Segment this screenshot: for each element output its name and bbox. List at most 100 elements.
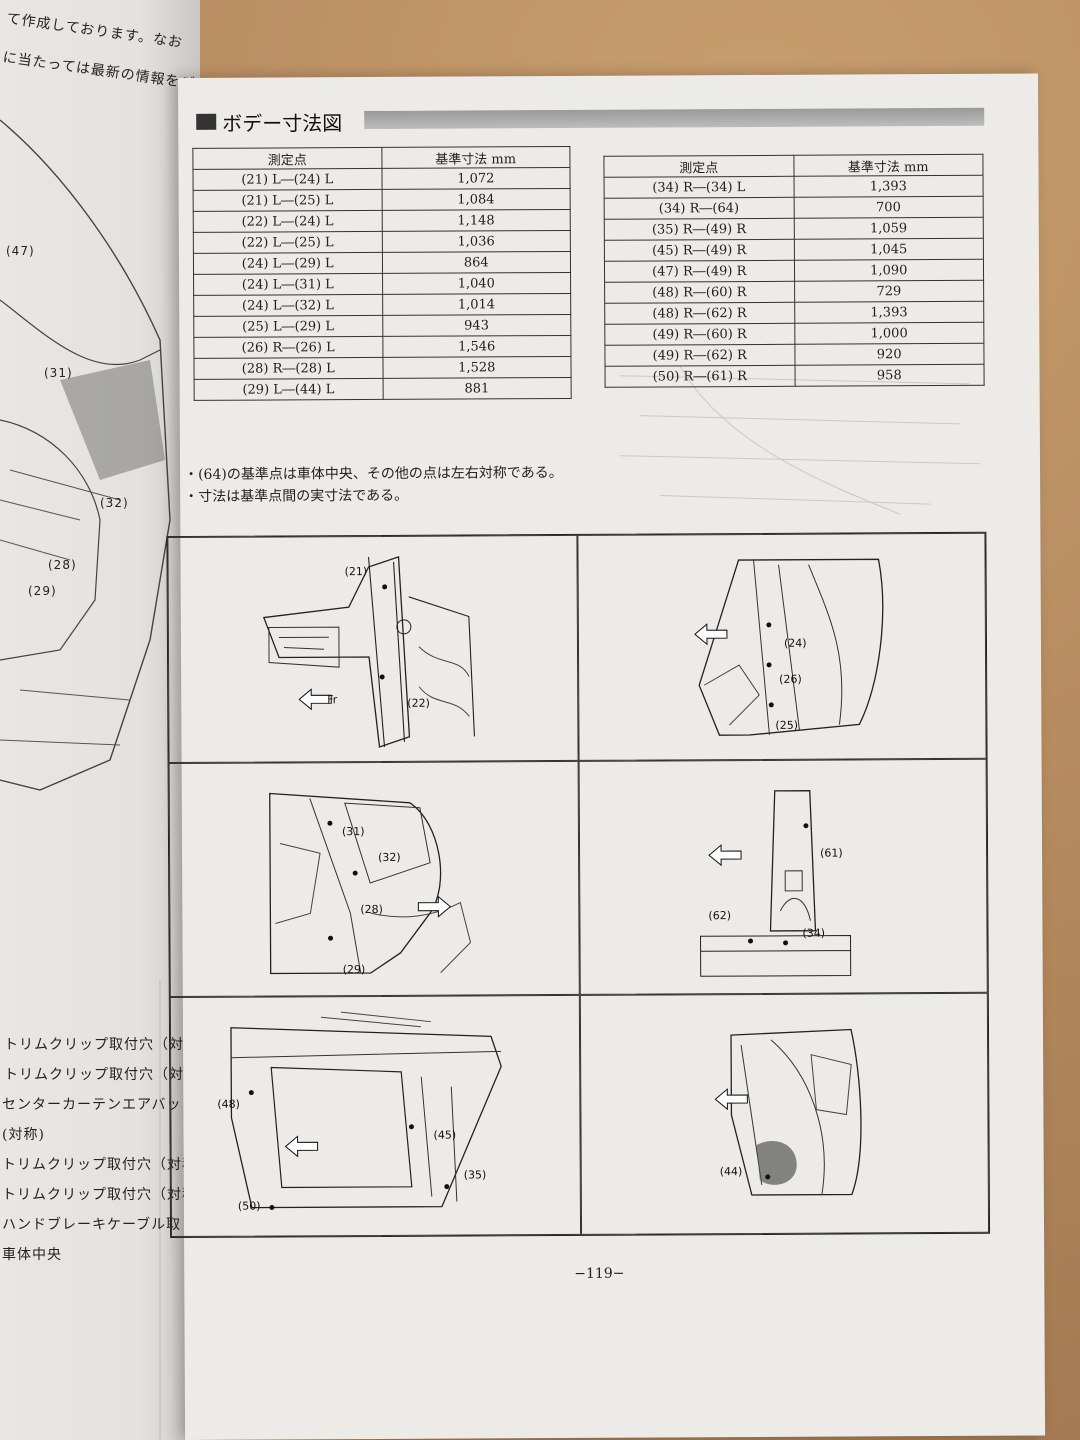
left-page-drawing — [0, 119, 171, 1440]
left-legend-1: トリムクリップ取付穴（対称 — [4, 1037, 199, 1053]
left-legend-7: ハンドブレーキケーブル取 — [2, 1217, 182, 1233]
section-rule — [364, 107, 985, 130]
measure-point: (24) L―(31) L — [193, 273, 383, 296]
figure-rear-door-opening-drawing: (48) (45) (35) (50) — [217, 1011, 502, 1213]
measure-point: (22) L―(24) L — [193, 210, 382, 233]
dimension-value: 1,393 — [794, 301, 984, 324]
left-legend-2: トリムクリップ取付穴（対称 — [4, 1067, 199, 1083]
dimension-value: 958 — [794, 364, 985, 387]
callout-44: (44) — [720, 1165, 743, 1178]
figure-cell-floor-pillar: (61) (62) (34) — [578, 758, 988, 995]
note-line-1: ・(64)の基準点は車体中央、その他の点は左右対称である。 — [184, 464, 563, 483]
left-legend-5: トリムクリップ取付穴（対称 — [2, 1157, 197, 1173]
measure-point: (48) R―(62) R — [604, 302, 795, 325]
dimension-value: 1,040 — [382, 272, 571, 295]
left-callout-31: (31) — [44, 366, 73, 380]
dimension-value: 920 — [794, 343, 985, 366]
dimension-value: 1,084 — [381, 188, 571, 211]
dimension-value: 1,045 — [793, 238, 984, 261]
measure-point: (34) R―(34) L — [604, 176, 794, 199]
left-legend-8: 車体中央 — [2, 1247, 62, 1263]
measure-point: (35) R―(49) R — [604, 218, 794, 241]
note-line-2: ・寸法は基準点間の実寸法である。 — [184, 487, 409, 505]
column-header-point: 測定点 — [603, 155, 794, 178]
figure-center-pillar-drawing: (24) (26) (25) — [694, 558, 884, 736]
dimension-value: 1,546 — [382, 335, 571, 358]
dimension-value: 1,014 — [382, 293, 571, 316]
figure-rear-wheelhouse-drawing: (44) — [714, 1028, 862, 1196]
dimension-value: 1,148 — [381, 209, 571, 232]
dimension-value: 1,000 — [794, 322, 984, 345]
callout-25: (25) — [775, 719, 798, 732]
callout-62: (62) — [708, 909, 731, 922]
measure-point: (50) R―(61) R — [605, 365, 795, 388]
section-header: ボデー寸法図 — [196, 104, 985, 136]
page-number: −119− — [574, 1265, 625, 1282]
callout-22: (22) — [407, 697, 430, 710]
figure-grid: (21) (22) Fr (24) (26) (25) — [166, 531, 991, 1239]
callout-24: (24) — [784, 637, 807, 650]
measure-point: (21) L―(25) L — [193, 189, 382, 212]
measure-point: (21) L―(24) L — [192, 168, 382, 191]
measure-point: (26) R―(26) L — [193, 336, 383, 359]
dimension-value: 881 — [382, 377, 572, 400]
callout-34: (34) — [802, 927, 825, 940]
callout-26: (26) — [779, 673, 802, 686]
dimension-value: 729 — [794, 280, 984, 303]
measure-point: (45) R―(49) R — [604, 239, 794, 262]
figure-cell-front-pillar: (21) (22) Fr — [167, 534, 579, 764]
column-header-dimension: 基準寸法 mm — [793, 154, 984, 177]
callout-21: (21) — [345, 565, 368, 578]
measure-point: (34) R―(64) — [604, 197, 794, 220]
dimension-value: 1,036 — [381, 230, 571, 253]
faint-background-drawing — [619, 365, 981, 515]
callout-35: (35) — [464, 1168, 487, 1181]
figure-cell-rear-wheelhouse: (44) — [579, 992, 990, 1235]
measure-point: (48) R―(60) R — [604, 281, 795, 304]
section-title: ボデー寸法図 — [222, 111, 343, 136]
fr-arrow-label: Fr — [327, 693, 338, 706]
left-callout-29: (29) — [28, 584, 57, 598]
left-legend-3: センターカーテンエアバッ — [2, 1097, 182, 1113]
figure-floor-pillar-drawing: (61) (62) (34) — [699, 790, 852, 977]
callout-32: (32) — [378, 851, 401, 864]
left-legend-6: トリムクリップ取付穴（対称 — [2, 1187, 197, 1203]
measure-point: (25) L―(29) L — [193, 315, 383, 338]
callout-61: (61) — [820, 847, 843, 860]
callout-48: (48) — [217, 1098, 240, 1111]
column-header-dimension: 基準寸法 mm — [381, 146, 570, 169]
figure-cell-rear-door-opening: (48) (45) (35) (50) — [169, 994, 582, 1238]
dimension-value: 1,072 — [381, 167, 571, 190]
figure-cell-center-pillar: (24) (26) (25) — [577, 532, 987, 761]
dimension-value: 700 — [793, 196, 984, 219]
left-page: て作成しております。なお に当たっては最新の情報をご (47) (31) (32… — [0, 0, 200, 1440]
left-callout-28: (28) — [48, 558, 77, 572]
measure-point: (24) L―(29) L — [193, 252, 383, 275]
measure-point: (28) R―(28) L — [193, 357, 383, 380]
table-header-row: 測定点 基準寸法 mm — [192, 146, 570, 170]
figure-rear-quarter-drawing: (31) (32) (28) (29) — [269, 792, 472, 976]
figure-front-pillar-drawing: (21) (22) Fr — [262, 555, 476, 748]
dimension-table-right: 測定点 基準寸法 mm (34) R―(34) L 1,393 (34) R―(6… — [603, 154, 985, 388]
callout-45: (45) — [434, 1129, 457, 1142]
left-legend-4: (対称) — [2, 1127, 45, 1143]
